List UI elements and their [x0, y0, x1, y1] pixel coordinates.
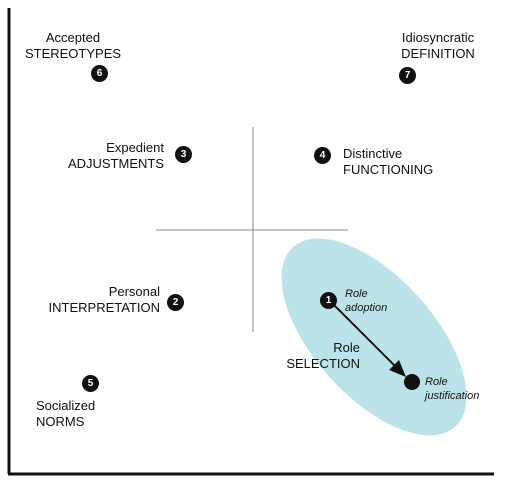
label-definition: DEFINITION — [401, 46, 475, 61]
badge-3: 3 — [175, 146, 192, 163]
badge-4: 4 — [314, 147, 331, 164]
label-role-adoption-line1: Role — [345, 288, 368, 300]
label-selection: SELECTION — [286, 356, 360, 371]
label-role-justification: Role justification — [425, 375, 479, 403]
label-distinctive: Distinctive — [343, 146, 403, 161]
badge-7: 7 — [399, 67, 416, 84]
label-role: Role — [333, 340, 360, 355]
badge-5: 5 — [82, 375, 99, 392]
label-adjustments: ADJUSTMENTS — [67, 156, 164, 171]
role-arrow-line — [330, 301, 399, 370]
label-role-justification-line2: justification — [425, 390, 480, 402]
label-personal: Personal — [108, 284, 160, 299]
role-arrow-head — [389, 360, 406, 377]
label-functioning: FUNCTIONING — [343, 162, 434, 177]
badge-6: 6 — [91, 65, 108, 82]
label-norms: NORMS — [36, 414, 85, 429]
role-justification-dot — [404, 374, 420, 390]
label-socialized-norms: Socialized NORMS — [36, 398, 95, 430]
role-ellipse — [281, 238, 467, 436]
label-idiosyncratic: Idiosyncratic — [401, 30, 475, 45]
label-role-adoption-line2: adoption — [345, 302, 388, 314]
label-interpretation: INTERPRETATION — [48, 300, 160, 315]
label-idiosyncratic-definition: Idiosyncratic DEFINITION — [388, 30, 488, 62]
label-role-justification-line1: Role — [425, 376, 448, 388]
label-personal-interpretation: Personal INTERPRETATION — [30, 284, 160, 316]
label-accepted: Accepted — [45, 30, 101, 45]
label-expedient-adjustments: Expedient ADJUSTMENTS — [40, 140, 164, 172]
badge-2: 2 — [167, 294, 184, 311]
label-distinctive-functioning: Distinctive FUNCTIONING — [343, 146, 433, 178]
label-socialized: Socialized — [36, 398, 96, 413]
label-accepted-stereotypes: Accepted STEREOTYPES — [16, 30, 130, 62]
badge-1: 1 — [320, 292, 337, 309]
label-expedient: Expedient — [106, 140, 164, 155]
label-role-selection: Role SELECTION — [270, 340, 360, 372]
label-role-adoption: Role adoption — [345, 287, 387, 315]
label-stereotypes: STEREOTYPES — [24, 46, 122, 61]
